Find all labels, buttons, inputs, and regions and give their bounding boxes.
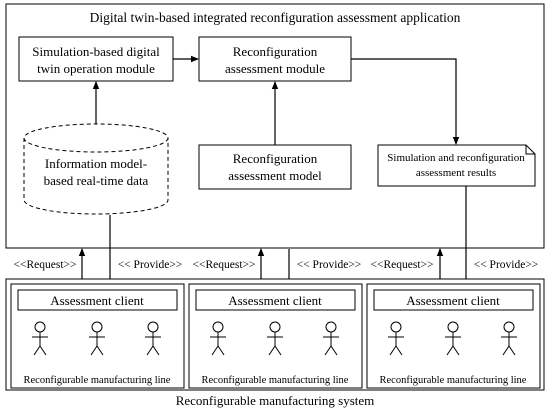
simulation-module-box bbox=[18, 36, 174, 82]
request-label-1: <<Request>> bbox=[14, 259, 77, 271]
reconfiguration-module-box bbox=[198, 36, 352, 82]
reconfiguration-module-label-2: assessment module bbox=[225, 61, 325, 76]
arrow-reconfig-to-results bbox=[351, 58, 460, 145]
manufacturing-line-2-label: Reconfigurable manufacturing line bbox=[202, 375, 349, 386]
assessment-client-1 bbox=[17, 289, 178, 311]
manufacturing-line-1-label: Reconfigurable manufacturing line bbox=[24, 375, 171, 386]
assessment-model-label-2: assessment model bbox=[228, 168, 322, 183]
simulation-module-label-2: twin operation module bbox=[37, 61, 155, 76]
provide-label-1: << Provide>> bbox=[118, 259, 183, 271]
operator-icon bbox=[210, 321, 226, 356]
request-label-3: <<Request>> bbox=[371, 259, 434, 271]
assessment-model-label-1: Reconfiguration bbox=[233, 151, 318, 166]
reconfiguration-module-label-1: Reconfiguration bbox=[233, 44, 318, 59]
simulation-module-label-1: Simulation-based digital bbox=[32, 44, 160, 59]
operator-icon bbox=[145, 321, 161, 356]
operator-icon bbox=[445, 321, 461, 356]
provide-label-3: << Provide>> bbox=[474, 259, 539, 271]
operator-icon bbox=[501, 321, 517, 356]
operator-icon bbox=[267, 321, 283, 356]
assessment-client-2 bbox=[195, 289, 356, 311]
results-label-1: Simulation and reconfiguration bbox=[387, 152, 525, 164]
operator-icon bbox=[32, 321, 48, 356]
results-label-2: assessment results bbox=[416, 167, 496, 179]
operator-icon bbox=[89, 321, 105, 356]
request-label-2: <<Request>> bbox=[193, 259, 256, 271]
results-document bbox=[377, 144, 536, 187]
operator-icon bbox=[388, 321, 404, 356]
operator-icon bbox=[323, 321, 339, 356]
assessment-client-2-label: Assessment client bbox=[228, 293, 322, 308]
info-model-cylinder bbox=[23, 123, 169, 215]
manufacturing-system-label: Reconfigurable manufacturing system bbox=[176, 393, 375, 408]
assessment-client-3-label: Assessment client bbox=[406, 293, 500, 308]
application-title: Digital twin-based integrated reconfigur… bbox=[90, 10, 461, 25]
provide-label-2: << Provide>> bbox=[297, 259, 362, 271]
info-model-label-1: Information model- bbox=[45, 156, 147, 171]
info-model-label-2: based real-time data bbox=[44, 173, 149, 188]
assessment-client-1-label: Assessment client bbox=[50, 293, 144, 308]
manufacturing-line-3-label: Reconfigurable manufacturing line bbox=[380, 375, 527, 386]
assessment-client-3 bbox=[373, 289, 534, 311]
